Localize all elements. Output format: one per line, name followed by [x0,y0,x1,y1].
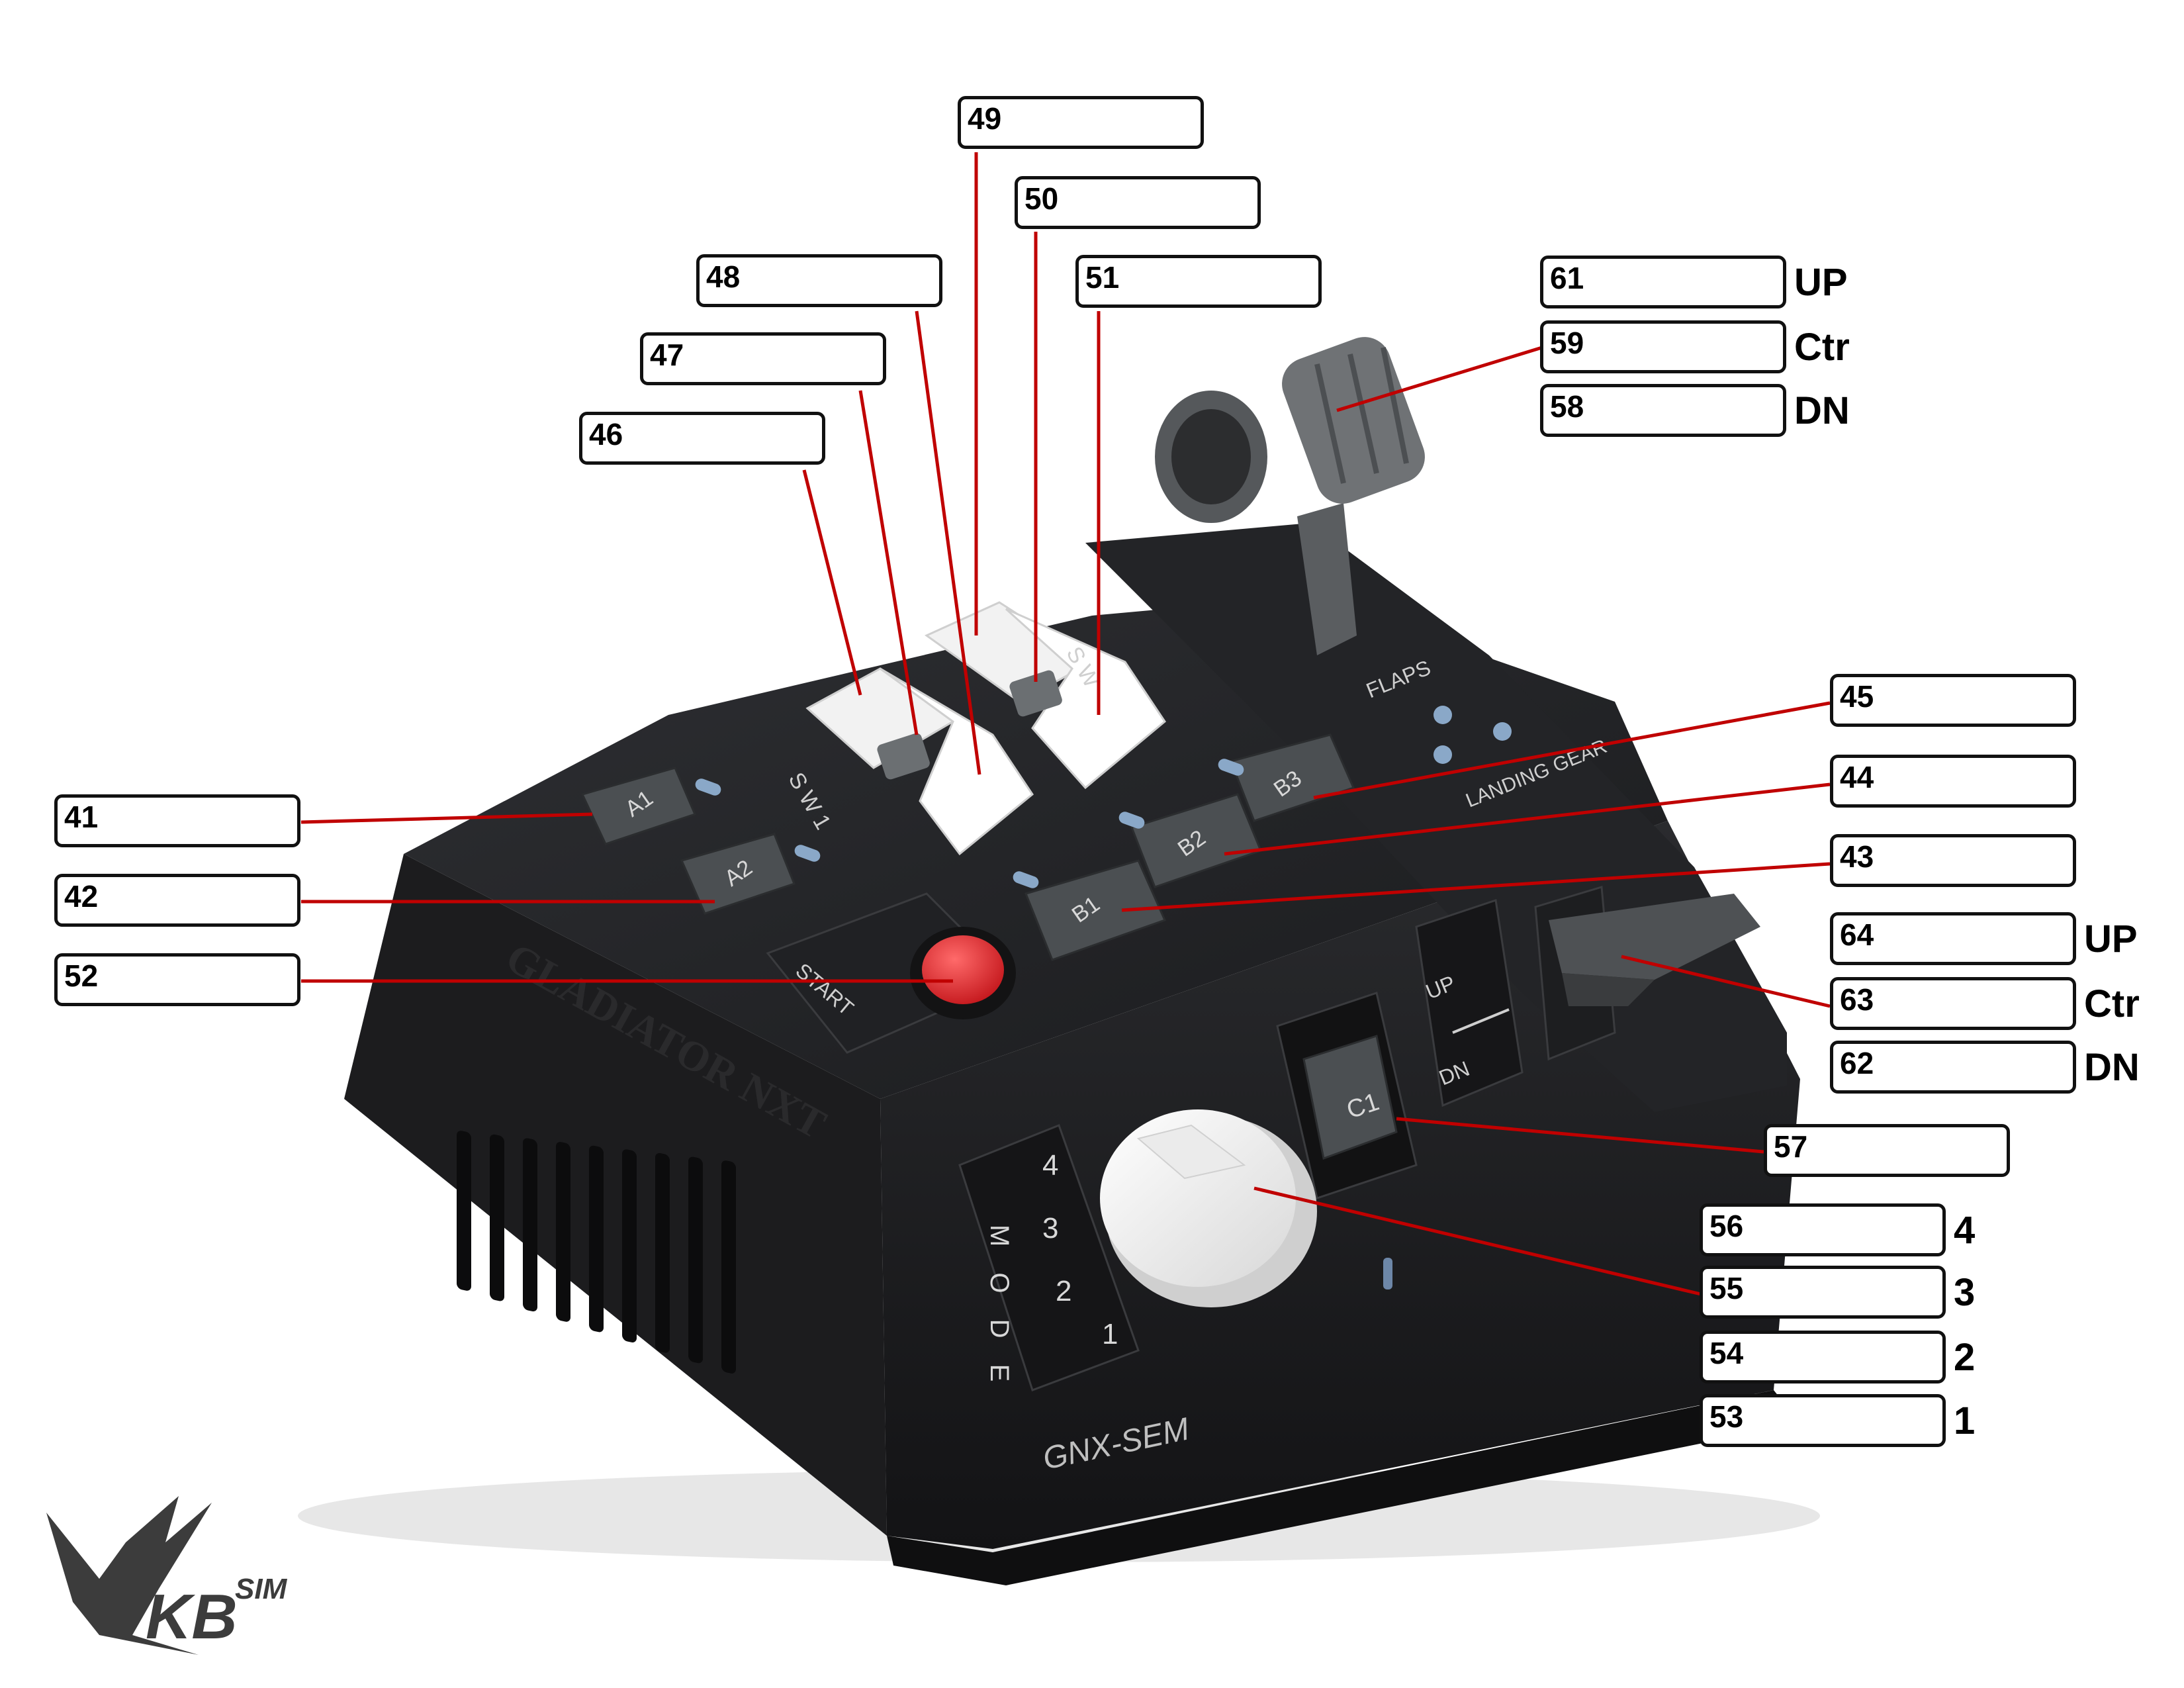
device-left-face [344,854,887,1536]
callout-number: 62 [1840,1046,1874,1080]
callout-side-label-64: UP [2084,917,2138,961]
callout-number: 52 [64,959,99,993]
callout-box-46: 46 [579,412,825,465]
callout-number: 45 [1840,679,1874,714]
sw2-rocker-right [925,601,1166,790]
callout-number: 47 [650,338,684,372]
up-dn-panel: UP DN [1415,899,1524,1107]
callout-box-45: 45 [1830,674,2076,727]
mode-panel: 4 3 2 1 M O D E [958,1124,1140,1391]
svg-text:KB: KB [146,1581,238,1652]
leader-45 [1313,701,1831,800]
status-leds [695,706,1512,888]
leader-lines [300,152,1831,1296]
callout-number: 58 [1550,389,1584,424]
c1-button: C1 [1276,992,1418,1199]
leader-41 [300,812,593,824]
leader-59 [1336,346,1543,412]
callout-box-54: 54 [1700,1331,1946,1383]
svg-text:1: 1 [1102,1318,1118,1350]
callout-box-64: 64 [1830,912,2076,965]
callout-number: 63 [1840,982,1874,1017]
callout-number: 61 [1550,261,1584,295]
callout-box-47: 47 [640,332,886,385]
leader-57 [1396,1117,1764,1154]
callout-box-59: 59 [1540,320,1786,373]
callout-number: 54 [1709,1336,1744,1370]
toggle-lever [1534,886,1760,1061]
front-indicator [1383,1258,1392,1289]
callout-number: 64 [1840,917,1874,952]
flaps-lever-knob [1155,337,1425,655]
svg-text:4: 4 [1042,1149,1058,1182]
callout-box-56: 56 [1700,1203,1946,1256]
callout-number: 50 [1024,181,1059,216]
svg-text:3: 3 [1042,1212,1058,1244]
leader-55 [1253,1186,1702,1296]
callout-side-label-53: 1 [1954,1399,1976,1442]
a1-button: A1 [580,767,697,845]
callout-box-55: 55 [1700,1266,1946,1319]
callout-number: 59 [1550,326,1584,360]
callout-box-50: 50 [1015,176,1261,229]
callout-number: 41 [64,800,99,834]
callout-box-42: 42 [54,874,300,927]
leader-46 [802,469,862,696]
bird-icon [46,1496,212,1655]
callout-box-43: 43 [1830,834,2076,887]
callout-box-52: 52 [54,953,300,1006]
vent-slats [457,1131,736,1374]
leader-48 [915,310,981,775]
callout-box-51: 51 [1075,255,1322,308]
callout-number: 56 [1709,1209,1744,1243]
callout-number: 42 [64,879,99,914]
callout-box-63: 63 [1830,977,2076,1030]
callout-side-label-55: 3 [1954,1271,1976,1314]
callout-box-48: 48 [696,254,942,307]
b3-button: B3 [1229,733,1355,822]
callout-side-label-56: 4 [1954,1209,1976,1252]
callout-box-61: 61 [1540,256,1786,308]
callout-number: 53 [1709,1399,1744,1434]
callout-box-62: 62 [1830,1041,2076,1094]
svg-text:SIM: SIM [235,1573,288,1605]
callout-number: 57 [1774,1129,1808,1164]
callout-number: 51 [1085,260,1120,295]
start-button: START [766,892,1016,1054]
callout-number: 49 [968,101,1002,136]
a2-button: A2 [680,833,796,915]
callout-side-label-59: Ctr [1794,326,1850,369]
callout-box-58: 58 [1540,384,1786,437]
callout-box-53: 53 [1700,1394,1946,1447]
callout-box-41: 41 [54,794,300,847]
callout-number: 46 [589,417,623,451]
leader-43 [1121,862,1831,912]
callout-box-44: 44 [1830,755,2076,808]
callout-number: 55 [1709,1271,1744,1305]
b1-button: B1 [1024,859,1167,961]
leader-47 [858,390,919,735]
device-base [887,1390,1800,1585]
mode-rotary-knob [1100,1109,1317,1307]
callout-number: 43 [1840,839,1874,874]
callout-side-label-63: Ctr [2084,982,2140,1025]
leader-44 [1224,782,1831,856]
callout-box-57: 57 [1764,1124,2010,1177]
callout-number: 48 [706,259,741,294]
kbsim-logo: KB SIM [46,1496,288,1655]
callout-side-label-54: 2 [1954,1336,1976,1379]
svg-text:M O D E: M O D E [985,1225,1014,1391]
leader-63 [1621,955,1831,1008]
callout-side-label-61: UP [1794,261,1848,304]
svg-text:2: 2 [1056,1275,1071,1307]
callout-box-49: 49 [958,96,1204,149]
callout-side-label-58: DN [1794,389,1850,432]
callout-side-label-62: DN [2084,1046,2140,1089]
callout-number: 44 [1840,760,1874,794]
